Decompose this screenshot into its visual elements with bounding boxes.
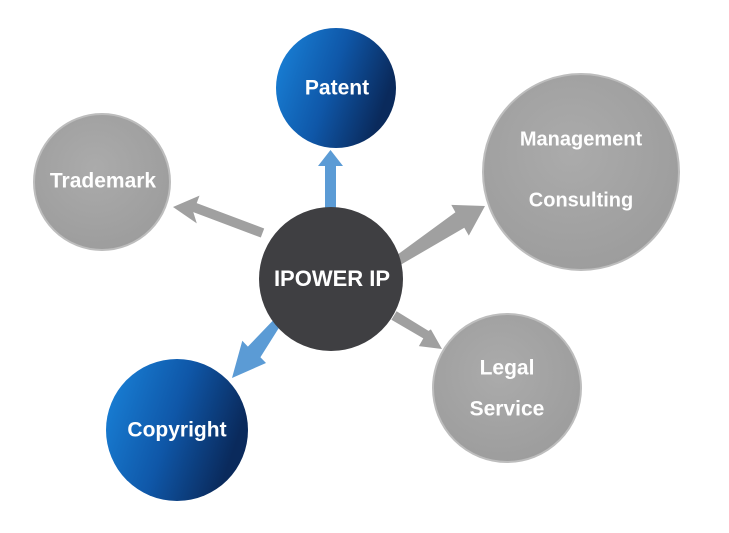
trademark-circle bbox=[33, 113, 171, 251]
copyright-label: Copyright bbox=[127, 419, 226, 442]
center-circle bbox=[259, 207, 403, 351]
arrow-to-trademark bbox=[173, 195, 265, 238]
legal-label-line1: Legal bbox=[480, 357, 535, 380]
management-circle bbox=[482, 73, 680, 271]
center-label: IPOWER IP bbox=[274, 266, 390, 291]
management-label-line1: Management bbox=[520, 128, 643, 150]
arrow-to-patent bbox=[318, 150, 343, 214]
node-patent: Patent bbox=[276, 28, 396, 148]
arrow-to-management bbox=[395, 204, 485, 265]
arrow-to-copyright bbox=[232, 320, 280, 378]
node-management-consulting: Management Consulting bbox=[482, 73, 680, 271]
arrow-to-legal bbox=[391, 311, 442, 349]
center-hub: IPOWER IP bbox=[259, 207, 403, 351]
patent-label: Patent bbox=[305, 77, 369, 100]
patent-circle bbox=[276, 28, 396, 148]
node-legal-service: Legal Service bbox=[432, 313, 582, 463]
legal-circle bbox=[432, 313, 582, 463]
node-trademark: Trademark bbox=[33, 113, 171, 251]
node-copyright: Copyright bbox=[106, 359, 248, 501]
legal-label-line2: Service bbox=[470, 398, 545, 421]
trademark-label: Trademark bbox=[50, 170, 157, 193]
connector-arrows bbox=[173, 150, 485, 378]
management-label-line2: Consulting bbox=[529, 189, 633, 211]
copyright-circle bbox=[106, 359, 248, 501]
